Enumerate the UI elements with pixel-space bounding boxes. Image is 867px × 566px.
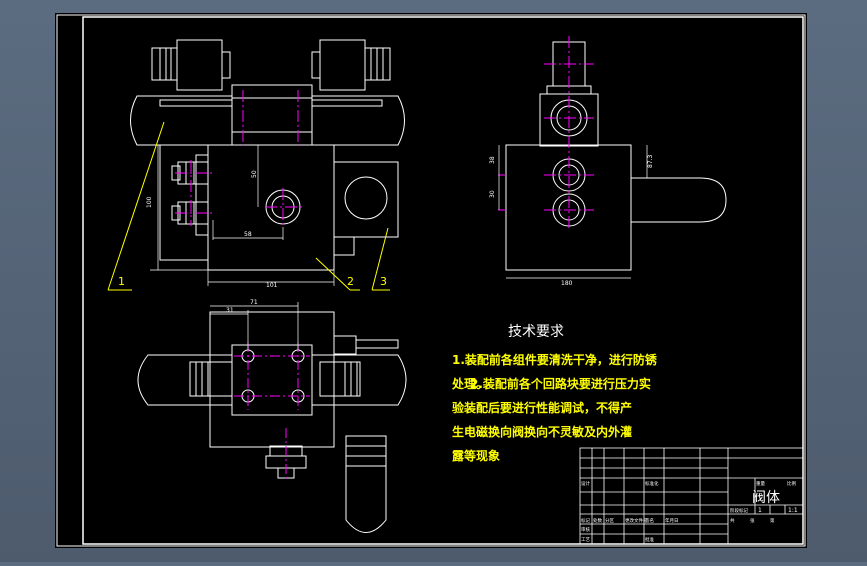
tb-cell-3: 更改文件号 xyxy=(625,517,648,524)
dim-side-h2: 30 xyxy=(489,190,496,198)
title-block-text: 阀体 1:1 1 标记 处数 分区 更改文件号 签名 年月日 设计 标准化 审核… xyxy=(581,480,798,543)
tb-cell-11: 阶段标记 xyxy=(730,507,748,514)
tb-cell-7: 标准化 xyxy=(645,480,659,487)
tb-cell-6: 设计 xyxy=(581,480,590,487)
top-view-dimensions xyxy=(210,302,299,350)
front-view xyxy=(130,39,405,271)
tech-line-6: 露等现象 xyxy=(452,448,500,463)
dim-side-h3: 87.3 xyxy=(647,154,654,168)
front-view-centerlines xyxy=(175,90,302,227)
part-leaders xyxy=(107,121,390,291)
front-view-dimensions xyxy=(150,145,335,286)
tb-cell-14: 共 xyxy=(730,517,735,524)
dim-side-h1: 38 xyxy=(489,156,496,164)
top-view-dim-text: 71 31 xyxy=(226,299,258,314)
part-name: 阀体 xyxy=(752,490,780,506)
tb-cell-16: 第 xyxy=(770,517,775,524)
tb-cell-12: 重量 xyxy=(756,480,765,487)
dim-top-a: 71 xyxy=(250,299,258,306)
tb-cell-13: 比例 xyxy=(787,480,796,487)
side-view-dimensions xyxy=(498,145,648,279)
dim-front-offset-y: 50 xyxy=(251,170,258,178)
side-view-dim-text: 180 38 30 87.3 xyxy=(489,154,654,287)
sheet-number: 1 xyxy=(758,507,762,514)
outer-frame xyxy=(56,14,806,547)
tech-line-5: 生电磁换向阀换向不灵敏及内外灌 xyxy=(452,424,632,439)
top-view-centerlines xyxy=(234,342,310,482)
tb-cell-1: 处数 xyxy=(593,517,602,524)
tb-cell-8: 审核 xyxy=(581,526,590,533)
title-block xyxy=(579,447,804,545)
scale-value: 1:1 xyxy=(788,507,798,514)
tb-cell-10: 批准 xyxy=(645,536,654,543)
dim-side-width: 180 xyxy=(561,280,573,287)
part-label-1: 1 xyxy=(118,275,125,288)
front-view-dim-text: 100 101 58 50 xyxy=(146,170,278,289)
part-label-2: 2 xyxy=(347,275,354,288)
tb-cell-2: 分区 xyxy=(605,517,614,524)
tech-line-3: 2.装配前各个回路块要进行压力实 xyxy=(470,376,651,391)
part-label-3: 3 xyxy=(380,275,387,288)
side-view-centerlines xyxy=(498,36,594,230)
tech-line-4: 验装配后要进行性能调试，不得产 xyxy=(452,400,632,415)
dim-top-b: 31 xyxy=(226,307,234,314)
tb-cell-15: 张 xyxy=(750,517,755,524)
dim-front-width: 101 xyxy=(266,282,278,289)
tb-cell-0: 标记 xyxy=(581,517,590,524)
tech-line-1: 1.装配前各组件要清洗干净，进行防锈 xyxy=(452,352,658,367)
tb-cell-5: 年月日 xyxy=(665,517,679,524)
tech-requirements-title: 技术要求 xyxy=(508,324,564,340)
tech-line-2: 处理。 xyxy=(451,376,488,391)
top-view xyxy=(137,311,407,533)
tech-requirements: 技术要求 1.装配前各组件要清洗干净，进行防锈 处理。 2.装配前各个回路块要进… xyxy=(451,324,658,463)
inner-frame xyxy=(82,16,804,545)
tb-cell-9: 工艺 xyxy=(581,537,590,543)
dim-front-height: 100 xyxy=(146,196,153,208)
dim-front-offset-x: 58 xyxy=(244,231,252,238)
sheet-background xyxy=(55,13,807,548)
tb-cell-4: 签名 xyxy=(645,517,654,524)
part-numbers: 1 2 3 xyxy=(118,275,387,288)
